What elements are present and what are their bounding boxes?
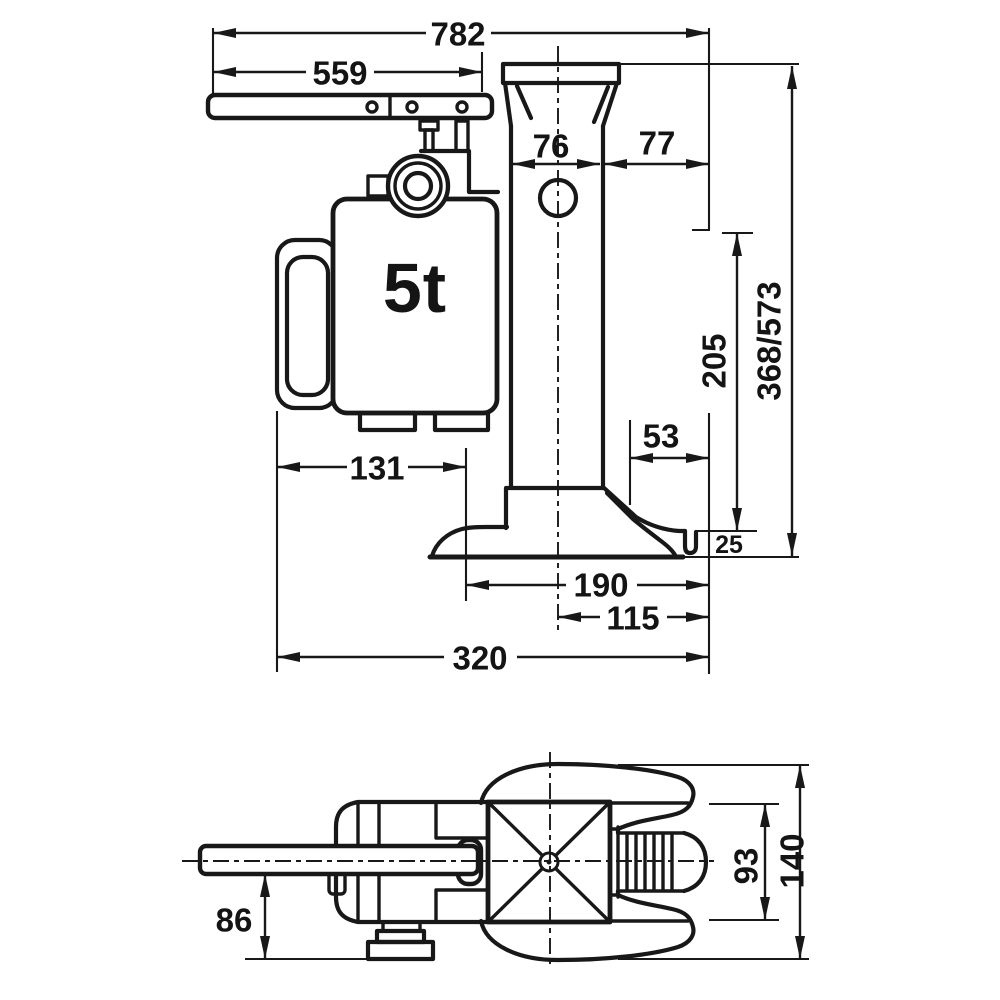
pad-step-3 — [365, 939, 436, 962]
column-bore — [537, 177, 579, 219]
dim-190-label: 190 — [573, 567, 628, 604]
plan-view: 86 93 140 — [182, 752, 811, 968]
dim-559-label: 559 — [312, 55, 367, 92]
body-tab — [357, 410, 418, 433]
side-view: 5t 782 559 — [205, 16, 799, 677]
handle-bar — [205, 92, 495, 121]
foot-pad — [365, 920, 436, 962]
dim-77-label: 77 — [639, 125, 676, 162]
dim-53-label: 53 — [643, 418, 680, 455]
column-taper — [502, 80, 620, 129]
lifting-column — [500, 61, 622, 531]
dim-25-label: 25 — [715, 531, 743, 559]
claw-lower-edge — [604, 490, 679, 560]
handle-bar-plan — [197, 843, 481, 877]
dim-93-label: 93 — [728, 848, 765, 885]
plan-dimensions: 86 93 140 — [216, 763, 811, 961]
dim-lift-stroke: 205 — [696, 233, 742, 531]
dim-height-min-max: 368/573 — [751, 66, 797, 556]
handle-rivet — [455, 100, 469, 114]
dim-115-label: 115 — [606, 600, 659, 637]
base-foot — [427, 484, 699, 560]
linkage-pin — [423, 128, 435, 153]
dim-handle-offset: 86 — [216, 874, 270, 959]
dim-76-label: 76 — [533, 128, 570, 165]
dim-86-label: 86 — [216, 902, 253, 939]
dim-base-offset: 115 — [558, 600, 709, 637]
handle-bar-body — [205, 92, 495, 121]
dim-140-label: 140 — [774, 833, 811, 888]
pivot-ring — [393, 161, 443, 211]
body-notches — [434, 800, 491, 924]
dim-base-width: 93 — [728, 804, 770, 920]
return-spring — [608, 825, 709, 899]
dim-320-label: 320 — [452, 640, 507, 677]
ratchet-housing — [418, 148, 501, 195]
capacity-label: 5t — [383, 249, 447, 327]
pivot-hole — [402, 170, 434, 202]
foot-top — [429, 524, 510, 559]
plan-extension-lines — [245, 763, 809, 961]
claw-top — [478, 761, 696, 836]
dim-overall-length: 782 — [213, 16, 709, 53]
pivot — [385, 153, 451, 219]
dim-overall-width: 140 — [774, 765, 811, 959]
linkage-post — [454, 119, 470, 153]
side-dimensions: 782 559 76 77 205 — [211, 16, 799, 677]
column-cap — [500, 61, 622, 86]
pivot-outer — [385, 153, 451, 219]
handle-rivet — [405, 100, 419, 114]
handle-linkage — [366, 119, 501, 198]
toe — [682, 528, 699, 556]
dim-toe-height: 25 — [715, 531, 743, 559]
pivot-tab — [366, 174, 390, 198]
claw-bottom — [478, 888, 696, 963]
grip-hole — [284, 254, 331, 398]
dim-body-offset: 131 — [277, 450, 466, 487]
handle-rivet — [365, 100, 379, 114]
column-sides — [503, 123, 606, 531]
dim-post-offset: 77 — [604, 125, 709, 169]
dim-overall-base: 320 — [277, 640, 709, 677]
dim-131-label: 131 — [349, 450, 404, 487]
dim-post-width: 76 — [512, 128, 600, 169]
dim-handle-length: 559 — [213, 55, 482, 92]
body-tab — [432, 410, 491, 433]
dim-368-573-label: 368/573 — [751, 281, 788, 400]
claw-upper-edge — [600, 484, 688, 534]
dim-205-label: 205 — [696, 333, 733, 388]
spring-cap — [681, 830, 709, 894]
spring-coils — [625, 832, 674, 892]
grip-handle — [274, 237, 340, 411]
jack-body: 5t — [330, 196, 500, 433]
base-plate — [485, 799, 613, 925]
dim-782-label: 782 — [430, 16, 485, 53]
toe-edges — [608, 801, 690, 923]
dim-toe-depth: 53 — [630, 418, 709, 463]
dim-base-length: 190 — [466, 567, 709, 604]
toe-claws — [478, 761, 696, 963]
